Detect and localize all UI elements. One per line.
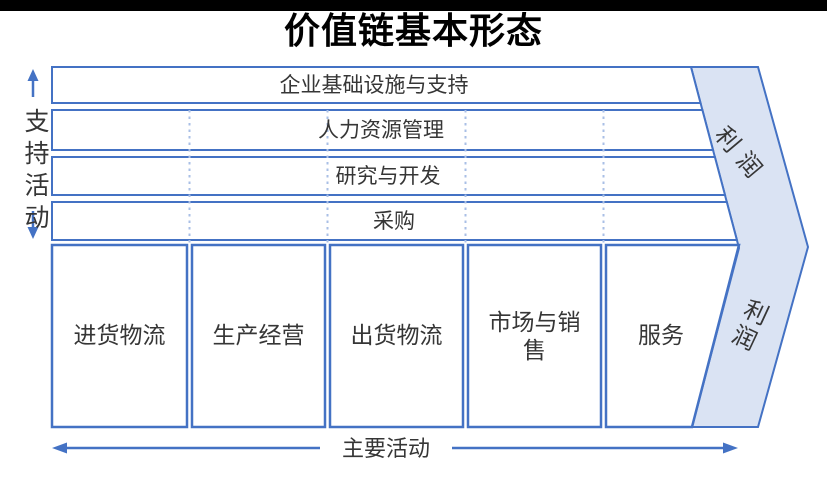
primary-box-label: 出货物流 xyxy=(351,322,443,348)
primary-axis-label: 主要活动 xyxy=(342,436,430,461)
support-bar-label: 研究与开发 xyxy=(336,165,441,188)
support-bar-label: 人力资源管理 xyxy=(318,119,444,142)
arrow-up-icon xyxy=(27,69,39,97)
support-bar-rnd xyxy=(51,156,727,196)
primary-box-outbound-logistics xyxy=(328,243,465,429)
support-bar-label: 企业基础设施与支持 xyxy=(280,74,469,97)
primary-box-label: 进货物流 xyxy=(74,322,166,348)
primary-box-label: 生产经营 xyxy=(213,322,305,348)
support-bar-procurement xyxy=(51,201,739,241)
arrow-right-icon xyxy=(452,442,738,454)
top-black-bar xyxy=(0,0,827,11)
primary-box-service xyxy=(604,243,741,429)
support-axis-label: 支持活动 xyxy=(24,108,50,232)
support-bar-label: 采购 xyxy=(373,210,415,233)
support-bar-infrastructure xyxy=(51,66,702,104)
primary-box-inbound-logistics xyxy=(50,243,189,429)
support-bar-hr xyxy=(51,109,715,151)
arrow-left-icon xyxy=(52,442,320,454)
arrow-down-icon xyxy=(27,211,39,239)
primary-box-label-line1: 市场与销 xyxy=(489,309,581,335)
primary-box-marketing-sales xyxy=(466,243,603,429)
page-title: 价值链基本形态 xyxy=(283,10,543,51)
primary-box-label-line2: 售 xyxy=(523,337,546,363)
primary-box-operations xyxy=(190,243,327,429)
primary-box-label: 服务 xyxy=(638,322,684,348)
